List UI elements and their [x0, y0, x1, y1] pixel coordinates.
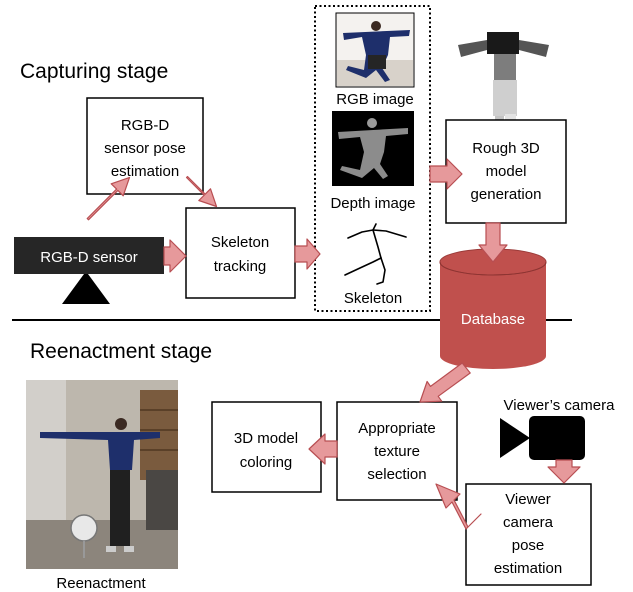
rgb-image-thumbnail: [335, 12, 415, 88]
skeleton-tracking-label-line1: Skeleton: [211, 234, 269, 251]
sensor-pose-label-line1: RGB-D: [121, 117, 170, 134]
sensor-pose-estimation-box: [86, 97, 204, 195]
sensor-pose-label-line3: estimation: [111, 163, 179, 180]
rough-model-label-line2: model: [486, 163, 527, 180]
model-coloring-box: [211, 401, 322, 493]
texture-selection-box: [336, 401, 458, 501]
arrow-viewer-pose-to-texture: [435, 483, 482, 530]
viewer-pose-label-line2: camera: [503, 514, 554, 531]
video-camera-icon: [500, 416, 585, 460]
sensor-pose-label-line2: sensor pose: [104, 140, 186, 157]
rgb-image-label: RGB image: [336, 91, 414, 108]
arrow-tracking-to-data: [294, 238, 321, 270]
rgbd-sensor-label: RGB-D sensor: [40, 249, 138, 266]
viewers-camera-label: Viewer’s camera: [504, 397, 616, 414]
arrow-sensor-to-tracking: [163, 239, 187, 273]
capturing-stage-title: Capturing stage: [20, 60, 168, 83]
arrow-database-to-texture: [419, 362, 471, 403]
rough-model-label-line3: generation: [471, 186, 542, 203]
arrow-camera-to-viewer-pose: [547, 459, 581, 484]
depth-image-thumbnail: [332, 111, 414, 186]
skeleton-tracking-box: [185, 207, 296, 299]
reenactment-label: Reenactment: [56, 575, 146, 592]
arrow-pose-to-tracking: [185, 175, 218, 208]
rough-model-generation-box: [445, 119, 567, 224]
depth-image-label: Depth image: [330, 195, 415, 212]
skeleton-figure: [344, 223, 407, 285]
rough-model-label-line1: Rough 3D: [472, 140, 540, 157]
viewer-pose-label-line4: estimation: [494, 560, 562, 577]
arrow-data-to-rough-model: [429, 158, 463, 190]
texture-selection-label-line3: selection: [367, 466, 426, 483]
skeleton-tracking-label-line2: tracking: [214, 258, 267, 275]
reenactment-photo: [26, 380, 178, 569]
skeleton-label: Skeleton: [344, 290, 402, 307]
arrow-sensor-to-pose: [86, 176, 131, 221]
database-label: Database: [461, 311, 525, 328]
viewer-pose-estimation-box: [465, 483, 592, 586]
reenactment-stage-title: Reenactment stage: [30, 340, 212, 363]
capture-data-container: [314, 5, 431, 312]
kinect-sensor-icon: [14, 237, 164, 304]
arrow-rough-model-to-database: [478, 222, 508, 263]
viewer-pose-label-line1: Viewer: [505, 491, 551, 508]
model-coloring-label-line2: coloring: [240, 454, 293, 471]
texture-selection-label-line2: texture: [374, 443, 420, 460]
database-cylinder: [439, 248, 547, 369]
viewer-pose-label-line3: pose: [512, 537, 545, 554]
arrow-texture-to-coloring: [308, 433, 338, 465]
texture-selection-label-line1: Appropriate: [358, 420, 436, 437]
model-coloring-label-line1: 3D model: [234, 430, 298, 447]
